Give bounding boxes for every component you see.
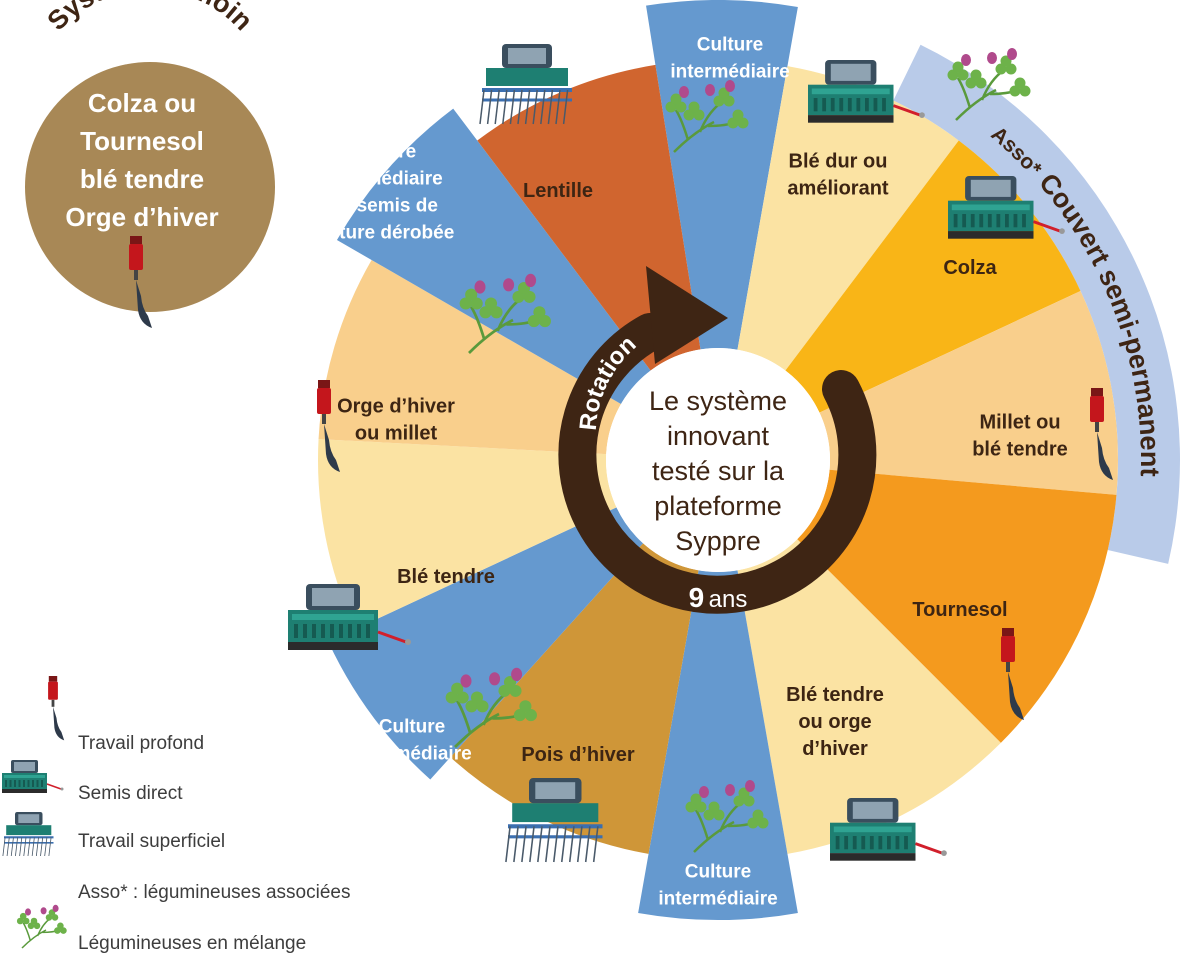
sector-label-12: Lentille bbox=[523, 180, 593, 202]
sector-6 bbox=[638, 570, 798, 921]
sector-12 bbox=[477, 64, 701, 371]
semi-permanent-cover-band bbox=[893, 44, 1180, 564]
sector-7 bbox=[450, 543, 699, 854]
deep-tillage-icon bbox=[48, 676, 65, 741]
legend-label-1: Semis direct bbox=[78, 783, 183, 804]
legend-item-4: Légumineuses en mélange bbox=[16, 904, 306, 954]
deep-tillage-icon bbox=[129, 236, 152, 328]
center-disc bbox=[606, 348, 830, 572]
legend-label-2: Travail superficiel bbox=[78, 831, 225, 852]
sector-label-4: Tournesol bbox=[912, 599, 1007, 621]
sector-3 bbox=[819, 290, 1118, 495]
deep-tillage-icon bbox=[1001, 628, 1024, 720]
sector-5 bbox=[737, 539, 1001, 854]
sector-1 bbox=[737, 66, 959, 371]
legume-mix-icon bbox=[947, 48, 1031, 121]
legend-label-4: Légumineuses en mélange bbox=[78, 933, 306, 954]
legend-item-1: Semis direct bbox=[2, 760, 183, 804]
legume-mix-icon bbox=[16, 904, 67, 949]
direct-seeding-icon bbox=[2, 760, 64, 793]
sector-label-2: Colza bbox=[943, 257, 997, 279]
direct-seeding-icon bbox=[948, 176, 1065, 239]
direct-seeding-icon bbox=[288, 584, 411, 650]
deep-tillage-icon bbox=[1090, 388, 1113, 480]
direct-seeding-icon bbox=[830, 798, 947, 861]
direct-seeding-icon bbox=[808, 60, 925, 123]
legend-item-2: Travail superficiel bbox=[2, 812, 225, 857]
shallow-tillage-icon bbox=[479, 44, 572, 125]
legend-label-3: Asso* : légumineuses associées bbox=[78, 882, 350, 903]
legend-item-0: Travail profond bbox=[48, 676, 204, 754]
duration-label: 9 ans bbox=[689, 582, 748, 613]
legume-mix-icon bbox=[445, 667, 537, 748]
legume-mix-icon bbox=[665, 80, 749, 153]
legume-mix-icon bbox=[459, 273, 551, 354]
sector-11 bbox=[336, 108, 651, 404]
control-title: Système témoin bbox=[41, 0, 258, 36]
control-circle bbox=[25, 62, 275, 312]
legend-item-3: Asso* : légumineuses associées bbox=[78, 882, 350, 903]
deep-tillage-icon bbox=[317, 380, 340, 472]
practice-icons bbox=[129, 44, 1113, 863]
sector-label-7: Pois d’hiver bbox=[521, 744, 635, 766]
sector-label-9: Blé tendre bbox=[397, 566, 495, 588]
shallow-tillage-icon bbox=[2, 812, 54, 857]
sector-8 bbox=[328, 507, 644, 780]
sector-10 bbox=[318, 260, 622, 455]
legend-label-0: Travail profond bbox=[78, 733, 204, 754]
shallow-tillage-icon bbox=[505, 778, 603, 863]
sector-4 bbox=[797, 469, 1117, 743]
sector-9 bbox=[318, 439, 617, 630]
rotation-arrow bbox=[558, 266, 877, 614]
legume-mix-icon bbox=[685, 780, 769, 853]
